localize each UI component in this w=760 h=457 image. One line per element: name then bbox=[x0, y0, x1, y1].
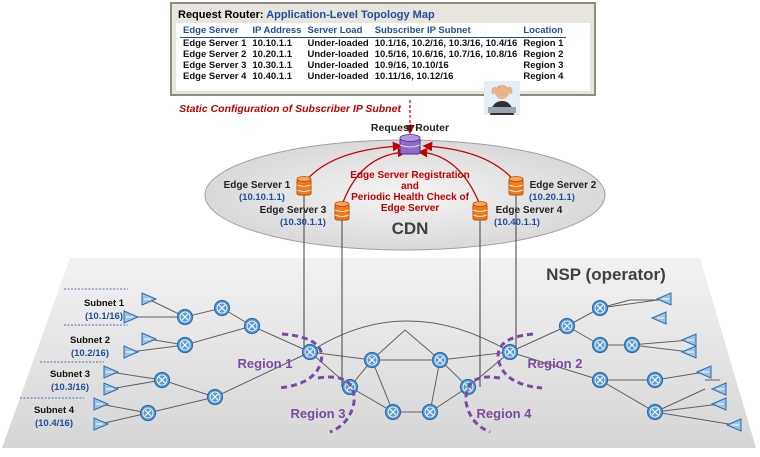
subnet-1-range: (10.1/16) bbox=[85, 311, 123, 322]
subnet-1-name: Subnet 1 bbox=[84, 298, 125, 309]
column-header: Subscriber IP Subnet bbox=[371, 25, 521, 38]
edge-uplinks bbox=[303, 195, 517, 387]
subnet-4-range: (10.4/16) bbox=[35, 418, 73, 429]
subnet-2-range: (10.2/16) bbox=[71, 348, 109, 359]
edge-server-3-icon bbox=[334, 201, 350, 221]
topology-map-panel: Request Router: Application-Level Topolo… bbox=[170, 2, 596, 115]
subnet-3-name: Subnet 3 bbox=[50, 369, 90, 380]
operator-person-image bbox=[484, 81, 520, 115]
subnet-4-name: Subnet 4 bbox=[34, 405, 75, 416]
edge-server-1-ip: (10.10.1.1) bbox=[239, 192, 285, 203]
request-router-label: Request Router bbox=[371, 122, 449, 134]
nsp-label: NSP (operator) bbox=[546, 265, 666, 284]
svg-text:Edge Server Registration: Edge Server Registration bbox=[350, 170, 469, 181]
edge-server-3-name: Edge Server 3 bbox=[260, 205, 327, 216]
subnet-labels: Subnet 1 (10.1/16) Subnet 2 (10.2/16) Su… bbox=[20, 288, 128, 429]
subnet-2-name: Subnet 2 bbox=[70, 335, 110, 346]
cdn-label: CDN bbox=[392, 219, 429, 238]
column-header: Location bbox=[520, 25, 567, 38]
edge-server-4-name: Edge Server 4 bbox=[496, 205, 563, 216]
static-config-label: Static Configuration of Subscriber IP Su… bbox=[179, 103, 401, 115]
topology-map-body: Edge Server IP Address Server Load Subsc… bbox=[176, 23, 590, 115]
svg-text:Periodic Health Check of: Periodic Health Check of bbox=[351, 192, 469, 203]
edge-server-4-icon bbox=[472, 201, 488, 221]
region-label-4: Region 4 bbox=[477, 406, 533, 421]
edge-server-2-name: Edge Server 2 bbox=[530, 180, 597, 191]
region-boundaries bbox=[277, 332, 543, 434]
region-label-3: Region 3 bbox=[291, 406, 346, 421]
column-header: Edge Server bbox=[180, 25, 250, 38]
registration-text: Edge Server Registration and Periodic He… bbox=[350, 170, 469, 214]
edge-server-1-name: Edge Server 1 bbox=[224, 180, 291, 191]
region-label-2: Region 2 bbox=[528, 356, 583, 371]
edge-server-2-ip: (10.20.1.1) bbox=[529, 192, 575, 203]
topology-map-title: Request Router: Application-Level Topolo… bbox=[178, 9, 435, 21]
registration-arrows bbox=[303, 141, 517, 206]
column-header: Server Load bbox=[304, 25, 372, 38]
topology-map-table: Edge Server IP Address Server Load Subsc… bbox=[180, 25, 567, 82]
edge-server-4-ip: (10.40.1.1) bbox=[494, 217, 540, 228]
edge-server-2-icon bbox=[508, 176, 524, 196]
edge-server-1-icon bbox=[296, 176, 312, 196]
region-label-1: Region 1 bbox=[238, 356, 293, 371]
svg-text:and: and bbox=[401, 181, 419, 192]
column-header: IP Address bbox=[249, 25, 305, 38]
svg-text:Edge Server: Edge Server bbox=[381, 203, 439, 214]
edge-server-3-ip: (10.30.1.1) bbox=[280, 217, 326, 228]
request-router-icon bbox=[399, 134, 421, 155]
subnet-3-range: (10.3/16) bbox=[51, 382, 89, 393]
